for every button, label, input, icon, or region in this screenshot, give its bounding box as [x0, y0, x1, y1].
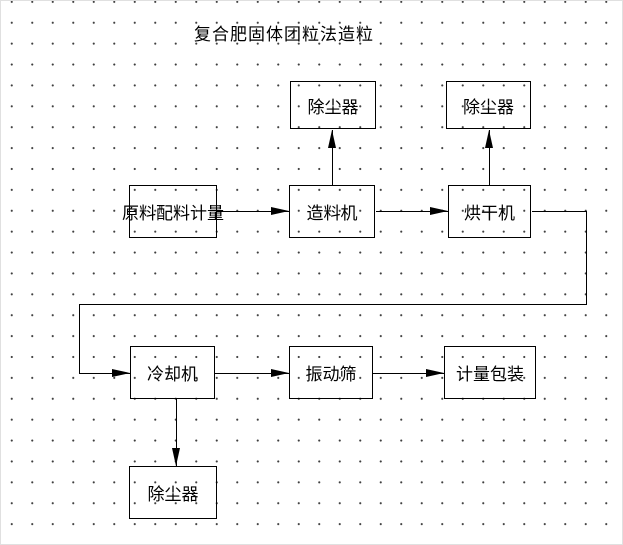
connector-dryer-to-dust2 — [489, 130, 490, 186]
node-metering-packaging[interactable]: 计量包装 — [444, 346, 536, 399]
node-label: 振动筛 — [305, 365, 357, 384]
node-label: 计量包装 — [456, 365, 524, 384]
node-label: 除尘器 — [463, 97, 514, 117]
connector-dryer-to-cooler-seg5 — [79, 373, 130, 374]
node-label: 除尘器 — [147, 485, 199, 504]
node-label: 烘干机 — [464, 204, 515, 223]
connector-dryer-to-cooler-seg3 — [79, 304, 586, 305]
node-vibrating-screen[interactable]: 振动筛 — [289, 346, 373, 399]
arrowhead-right-icon — [426, 369, 444, 377]
arrowhead-up-icon — [328, 130, 336, 148]
node-dust-collector-top-2[interactable]: 除尘器 — [446, 81, 531, 129]
node-dryer[interactable]: 烘干机 — [448, 185, 531, 238]
connector-granulator-to-dryer — [376, 211, 448, 212]
node-cooler[interactable]: 冷却机 — [130, 346, 215, 399]
arrowhead-right-icon — [271, 207, 289, 215]
connector-dryer-to-cooler-seg4 — [79, 304, 80, 373]
connector-dryer-to-cooler-seg2 — [586, 211, 587, 305]
node-dust-collector-top-1[interactable]: 除尘器 — [290, 81, 376, 129]
node-granulator[interactable]: 造料机 — [289, 185, 375, 238]
connector-raw-to-granulator — [217, 211, 289, 212]
arrowhead-right-icon — [271, 369, 289, 377]
connector-granulator-to-dust1 — [332, 130, 333, 186]
arrowhead-up-icon — [485, 130, 493, 148]
node-label: 冷却机 — [147, 365, 198, 384]
arrowhead-right-icon — [112, 369, 130, 377]
node-label: 除尘器 — [307, 97, 359, 117]
connector-cooler-to-screen — [215, 373, 289, 374]
node-dust-collector-bottom[interactable]: 除尘器 — [129, 466, 217, 519]
node-raw-material-metering[interactable]: 原料配料计量 — [122, 185, 224, 238]
arrowhead-down-icon — [172, 448, 180, 466]
arrowhead-right-icon — [430, 207, 448, 215]
connector-screen-to-packaging — [373, 373, 444, 374]
node-label: 原料配料计量 — [122, 204, 224, 223]
connector-dryer-to-cooler-seg1 — [532, 211, 586, 212]
diagram-title: 复合肥固体团粒法造粒 — [194, 25, 374, 44]
node-label: 造料机 — [306, 204, 358, 223]
connector-cooler-to-dust3 — [176, 399, 177, 466]
